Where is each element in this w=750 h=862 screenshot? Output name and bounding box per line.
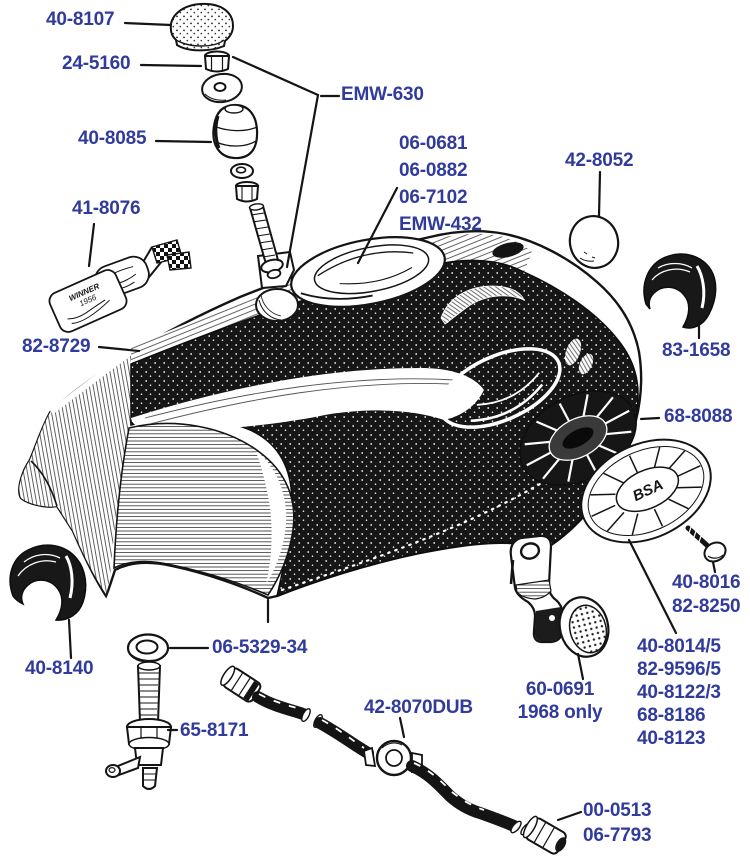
mounting-stack-drawing bbox=[169, 2, 284, 280]
label-filler-cap: 06-0681 06-0882 06-7102 EMW-432 bbox=[399, 130, 482, 238]
label-badge-screw: 40-8016 82-8250 bbox=[672, 571, 741, 619]
part-number: 60-0691 bbox=[525, 679, 595, 700]
part-number: 65-8171 bbox=[180, 720, 249, 741]
transfer-decal-drawing: WINNER 1956 bbox=[48, 239, 192, 333]
label-grommet-cap: 40-8107 bbox=[46, 9, 115, 31]
mounting-boss-drawing bbox=[255, 288, 299, 322]
label-tap-washer: 06-5329-34 bbox=[212, 637, 307, 659]
part-number: 06-0681 bbox=[399, 133, 468, 154]
label-rubber-buffer: 40-8085 bbox=[78, 128, 147, 150]
label-rubber-pad: 42-8052 bbox=[565, 150, 634, 172]
part-number: 82-9596/5 bbox=[637, 659, 721, 680]
part-number: 00-0513 bbox=[583, 800, 652, 821]
label-fuel-pipe-junction: 42-8070DUB bbox=[364, 697, 473, 719]
part-number: 68-8088 bbox=[664, 406, 733, 427]
part-number: 40-8123 bbox=[637, 728, 706, 749]
label-fuel-tap: 65-8171 bbox=[180, 720, 249, 742]
part-number: 06-0882 bbox=[399, 160, 468, 181]
part-number: 40-8014/5 bbox=[637, 636, 721, 657]
part-number: 40-8122/3 bbox=[637, 682, 721, 703]
part-number: 68-8186 bbox=[637, 705, 706, 726]
part-number: 40-8140 bbox=[25, 658, 94, 679]
label-tank-transfer: 41-8076 bbox=[72, 198, 141, 220]
bolt-drawing bbox=[248, 203, 284, 280]
knee-grip-right-drawing bbox=[643, 253, 717, 329]
part-number: 06-5329-34 bbox=[212, 637, 308, 658]
knee-grip-left-drawing bbox=[9, 544, 87, 621]
label-fuel-tank: 82-8729 bbox=[22, 336, 91, 358]
part-number: 42-8052 bbox=[565, 150, 634, 171]
label-mounting-bolt: EMW-630 bbox=[341, 84, 424, 106]
leader-lines bbox=[67, 21, 717, 822]
part-number: 06-7793 bbox=[583, 825, 652, 846]
part-number: 83-1658 bbox=[662, 340, 731, 361]
reflector-bracket-drawing bbox=[509, 534, 565, 644]
part-number: 41-8076 bbox=[72, 198, 141, 219]
badge-bsa-drawing: BSA bbox=[580, 438, 712, 544]
label-fuel-pipe-end: 00-0513 06-7793 bbox=[583, 798, 652, 848]
fuel-tap-drawing bbox=[105, 661, 173, 790]
badge-screw-drawing bbox=[685, 525, 727, 563]
rubber-pad-drawing bbox=[568, 215, 620, 269]
tap-washer-drawing bbox=[126, 633, 170, 663]
part-number: 06-7102 bbox=[399, 187, 468, 208]
part-number: 40-8016 bbox=[672, 572, 741, 593]
label-reflector: 60-0691 1968 only bbox=[508, 678, 612, 724]
reflector-drawing bbox=[558, 596, 610, 658]
label-nut: 24-5160 bbox=[62, 53, 131, 75]
part-number: EMW-432 bbox=[399, 214, 482, 235]
label-knee-grip-right: 83-1658 bbox=[662, 340, 731, 362]
part-number: EMW-630 bbox=[341, 84, 424, 105]
label-knee-grip-left: 40-8140 bbox=[25, 658, 94, 680]
part-number: 40-8085 bbox=[78, 128, 147, 149]
fuel-tank-drawing bbox=[18, 230, 643, 600]
part-number: 24-5160 bbox=[62, 53, 131, 74]
part-number: 42-8070DUB bbox=[364, 697, 473, 718]
part-number: 82-8250 bbox=[672, 596, 741, 617]
label-tank-badge-set: 40-8014/5 82-9596/5 40-8122/3 68-8186 40… bbox=[637, 635, 721, 750]
part-number: 82-8729 bbox=[22, 336, 91, 357]
fuel-pipe-drawing bbox=[220, 665, 567, 855]
part-number: 40-8107 bbox=[46, 9, 115, 30]
label-tank-badge-rear: 68-8088 bbox=[664, 406, 733, 428]
part-note: 1968 only bbox=[517, 702, 603, 723]
